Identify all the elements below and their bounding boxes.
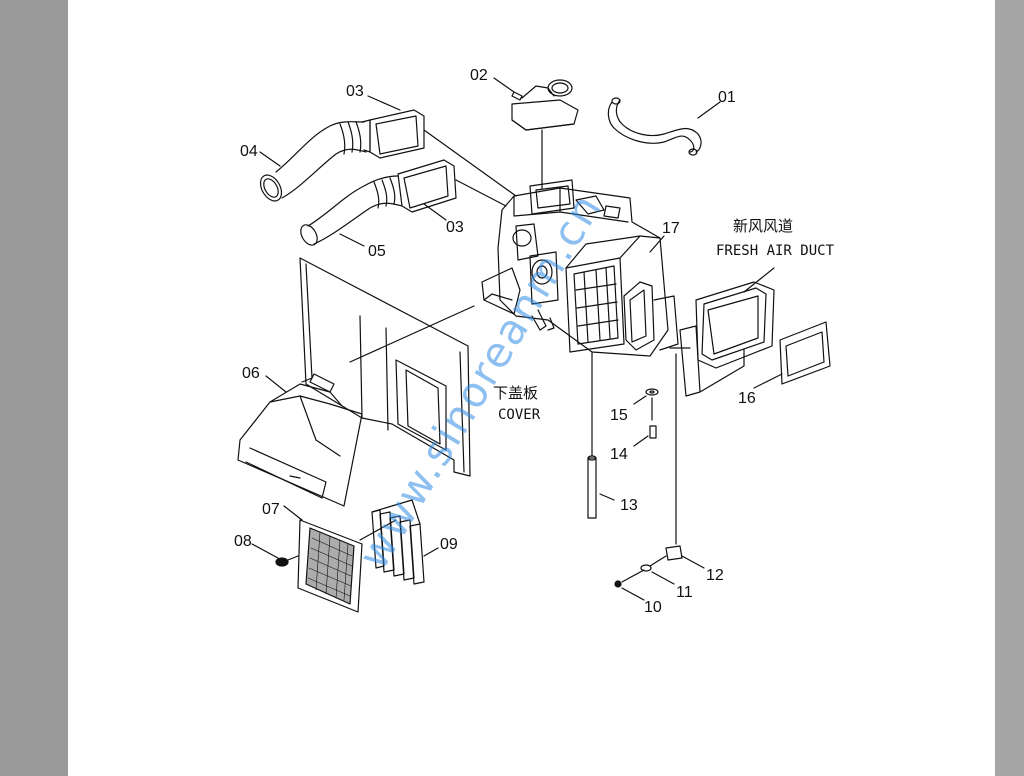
label-17: 17 — [662, 220, 680, 237]
part-03-duct-boot-upper — [361, 95, 425, 159]
label-13: 13 — [620, 497, 638, 514]
cover-english-caption: COVER — [498, 407, 541, 423]
part-08-screw — [251, 543, 299, 567]
fresh-air-duct-chinese-caption: 新风风道 — [733, 217, 793, 235]
label-09: 09 — [440, 536, 458, 553]
part-05-flex-duct — [300, 175, 403, 247]
part-07-grille — [283, 505, 397, 613]
part-17-leader — [649, 235, 665, 253]
label-11: 11 — [676, 584, 693, 601]
part-06-cover-bracket — [237, 257, 475, 507]
label-12: 12 — [706, 567, 724, 584]
part-02-elbow — [493, 77, 579, 189]
part-14-15-fasteners — [633, 388, 659, 447]
part-03-duct-boot-lower — [397, 159, 507, 221]
label-03-upper: 03 — [346, 83, 364, 100]
part-01-hose — [607, 97, 721, 156]
label-07: 07 — [262, 501, 280, 518]
fresh-air-duct-english-caption: FRESH AIR DUCT — [716, 243, 835, 259]
part-10-11-12-fasteners — [614, 545, 705, 601]
hvac-unit-assembly — [481, 179, 679, 457]
label-03-lower: 03 — [446, 219, 464, 236]
part-04-flex-duct — [259, 121, 517, 202]
fresh-air-duct-assembly — [669, 267, 831, 545]
cover-chinese-caption: 下盖板 — [493, 384, 538, 402]
label-10: 10 — [644, 599, 662, 616]
label-15: 15 — [610, 407, 628, 424]
label-05: 05 — [368, 243, 386, 260]
part-labels: 01 02 03 03 04 05 06 07 08 09 10 11 12 1… — [234, 67, 835, 616]
label-01: 01 — [718, 89, 736, 106]
watermark-text: www.sinoreanm.cn — [349, 184, 612, 577]
label-16: 16 — [738, 390, 756, 407]
viewer-scroll-gutter[interactable] — [995, 0, 1024, 776]
label-08: 08 — [234, 533, 252, 550]
part-13-drain-rod — [587, 455, 615, 519]
label-02: 02 — [470, 67, 488, 84]
label-04: 04 — [240, 143, 258, 160]
part-09-louvers — [371, 499, 439, 585]
label-06: 06 — [242, 365, 260, 382]
label-14: 14 — [610, 446, 628, 463]
